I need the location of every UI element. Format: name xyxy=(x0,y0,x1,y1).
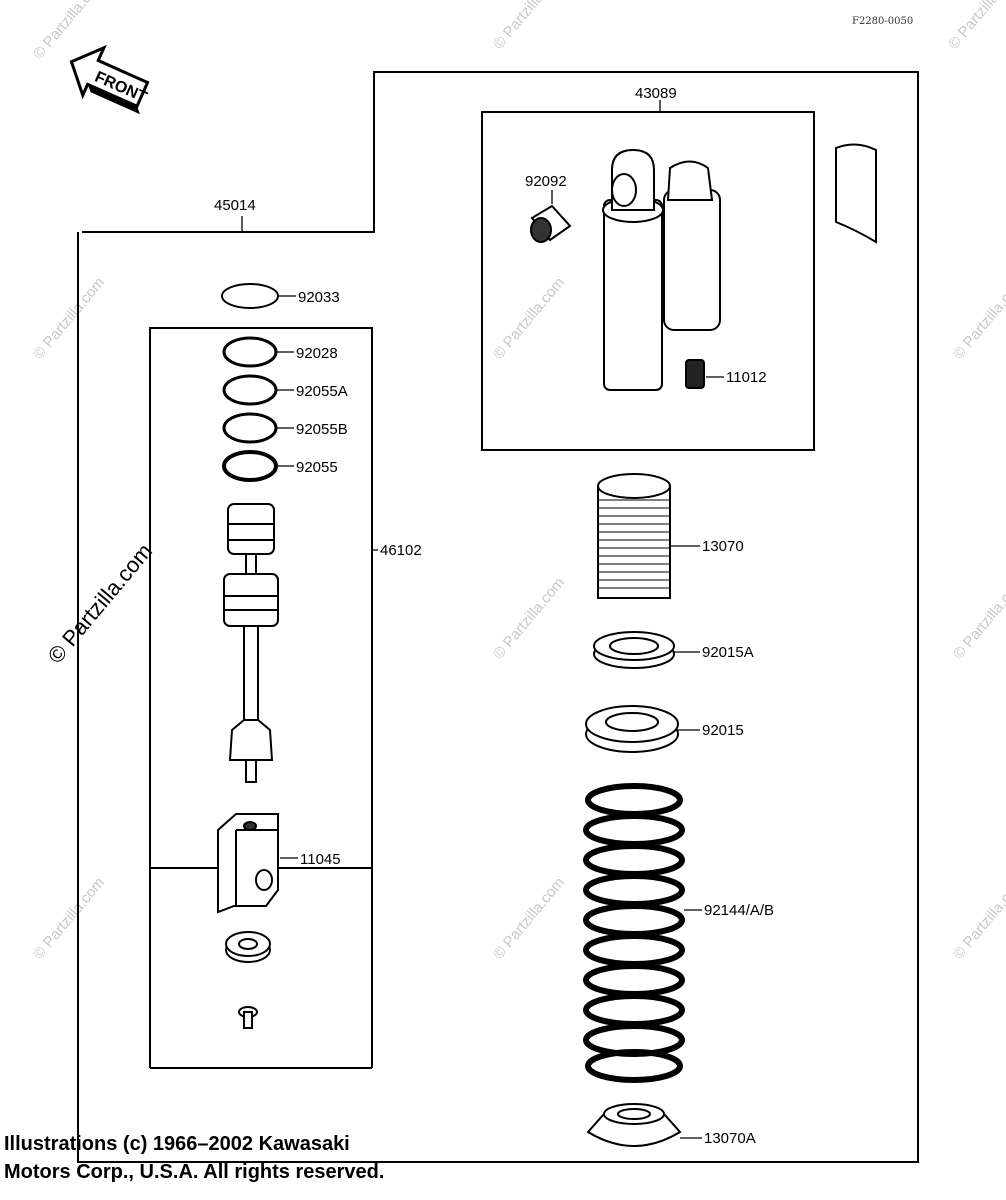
svg-text:© Partzilla.com: © Partzilla.com xyxy=(950,574,1006,662)
nut-92015 xyxy=(585,705,679,753)
svg-text:© Partzilla.com: © Partzilla.com xyxy=(30,274,108,362)
locknut-92015A xyxy=(593,631,675,669)
valve-11012 xyxy=(685,359,705,389)
piston-rod-assembly xyxy=(223,503,279,783)
oring-92055A xyxy=(222,374,278,406)
clevis-11045 xyxy=(217,813,279,914)
bolt-small xyxy=(238,1006,258,1029)
callout-11045: 11045 xyxy=(300,851,341,868)
cover-piece xyxy=(835,143,877,244)
svg-text:© Partzilla.com: © Partzilla.com xyxy=(945,0,1006,53)
svg-text:© Partzilla.com: © Partzilla.com xyxy=(30,874,108,962)
bushing-92092 xyxy=(530,204,572,243)
callout-92055B: 92055B xyxy=(296,421,348,438)
shock-body xyxy=(602,148,721,391)
spring-92144 xyxy=(583,783,685,1083)
callout-92015A: 92015A xyxy=(702,644,754,661)
callout-92015: 92015 xyxy=(702,722,744,739)
front-arrow-icon: FRONT xyxy=(69,44,150,115)
callout-92028: 92028 xyxy=(296,345,338,362)
frame-43089 xyxy=(481,111,815,451)
svg-text:© Partzilla.com: © Partzilla.com xyxy=(950,874,1006,962)
svg-text:© Partzilla.com: © Partzilla.com xyxy=(490,574,568,662)
oring-92055 xyxy=(222,450,278,482)
spring-seat-13070A xyxy=(586,1103,682,1147)
callout-13070: 13070 xyxy=(702,538,744,555)
copyright-notice: Illustrations (c) 1966–2002 Kawasaki Mot… xyxy=(4,1130,384,1186)
svg-text:© Partzilla.com: © Partzilla.com xyxy=(950,274,1006,362)
ring-92033 xyxy=(221,283,279,309)
oring-92055B xyxy=(222,412,278,444)
callout-92092: 92092 xyxy=(525,173,567,190)
callout-92055A: 92055A xyxy=(296,383,348,400)
callout-92033: 92033 xyxy=(298,289,340,306)
frame-45014 xyxy=(77,71,919,1163)
spring-adjuster-13070 xyxy=(597,473,671,599)
svg-text:© Partzilla.com: © Partzilla.com xyxy=(490,0,568,53)
callout-92055: 92055 xyxy=(296,459,338,476)
watermark-main: © Partzilla.com xyxy=(43,539,157,669)
copyright-line-1: Illustrations (c) 1966–2002 Kawasaki xyxy=(4,1133,350,1155)
callout-43089: 43089 xyxy=(635,85,677,102)
ring-92028 xyxy=(222,336,278,368)
svg-text:© Partzilla.com: © Partzilla.com xyxy=(490,274,568,362)
callout-92144: 92144/A/B xyxy=(704,902,774,919)
callout-46102: 46102 xyxy=(380,542,422,559)
svg-text:© Partzilla.com: © Partzilla.com xyxy=(490,874,568,962)
callout-11012: 11012 xyxy=(726,369,767,386)
callout-45014: 45014 xyxy=(214,197,256,214)
drawing-code: F2280-0050 xyxy=(852,16,913,27)
callout-13070A: 13070A xyxy=(704,1130,756,1147)
locknut-small xyxy=(225,931,271,963)
copyright-line-2: Motors Corp., U.S.A. All rights reserved… xyxy=(4,1161,385,1183)
